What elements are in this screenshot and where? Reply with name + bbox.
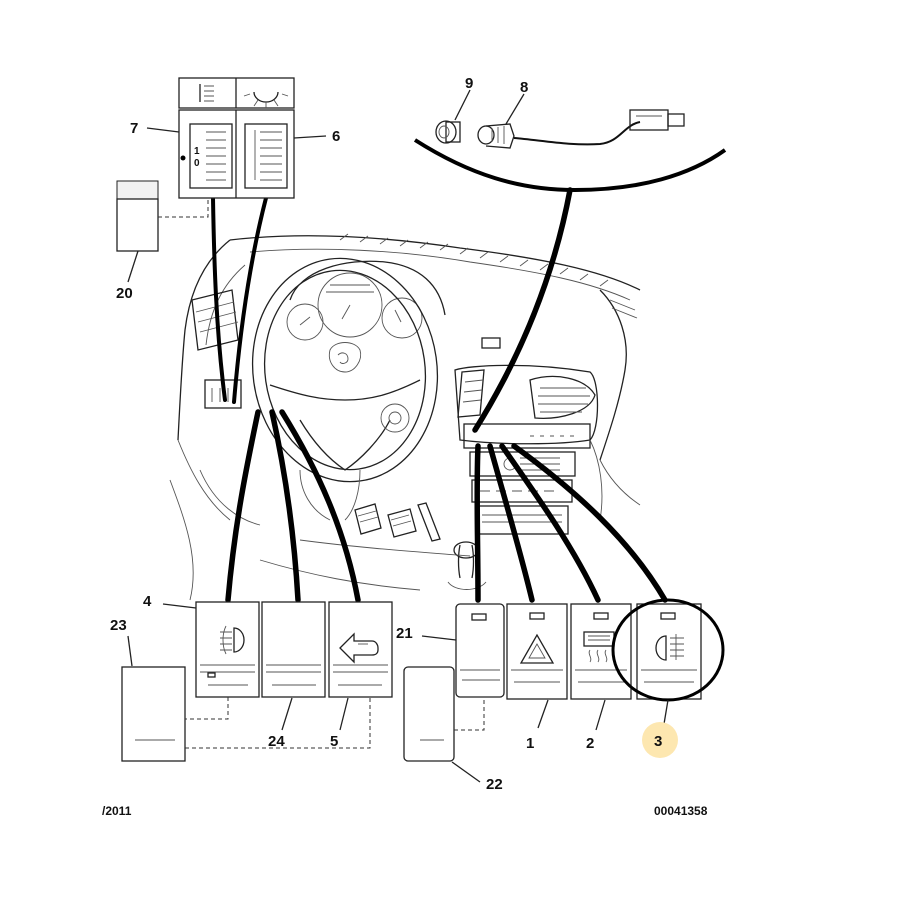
- digit-one: 1: [194, 146, 200, 157]
- interior-light-icon: [243, 91, 289, 108]
- callout-21[interactable]: 21: [396, 625, 413, 642]
- callout-4[interactable]: 4: [143, 593, 152, 610]
- lower-left-switches: [121, 601, 393, 762]
- part-3-rear-fog-switch: [636, 603, 702, 700]
- callout-9[interactable]: 9: [465, 75, 473, 92]
- hazard-triangle-icon: [519, 633, 555, 664]
- part-21-blank-switch: [455, 603, 505, 698]
- part-23-blank: [121, 666, 186, 762]
- lower-right-switches: [403, 598, 725, 783]
- rear-fog-lamp-icon: [655, 634, 684, 661]
- part-22-blank: [403, 666, 455, 762]
- lighter-knob-9: [435, 120, 461, 144]
- digit-zero: 0: [194, 158, 200, 169]
- callout-3[interactable]: 3: [654, 733, 662, 750]
- part-20-top: [116, 180, 159, 200]
- footer-reference: 00041358: [654, 804, 708, 818]
- part-20-body: [116, 198, 159, 252]
- part-24-blank-switch: [261, 601, 326, 698]
- callout-2[interactable]: 2: [586, 735, 594, 752]
- leader-lines: [211, 138, 727, 603]
- callout-5[interactable]: 5: [330, 733, 338, 750]
- callout-23[interactable]: 23: [110, 617, 127, 634]
- callout-1[interactable]: 1: [526, 735, 534, 752]
- callout-8[interactable]: 8: [520, 79, 528, 96]
- callout-6[interactable]: 6: [332, 128, 340, 145]
- top-left-switch-assembly: 1 0: [116, 77, 327, 283]
- callout-7[interactable]: 7: [130, 120, 138, 137]
- part-4-front-fog-switch: [195, 601, 260, 698]
- part-1-hazard-switch: [506, 603, 568, 700]
- headlamp-icon: [199, 84, 214, 102]
- part-5-boot-release-switch: [328, 601, 393, 698]
- callout-24[interactable]: 24: [268, 733, 285, 750]
- selected-callout-marker[interactable]: [642, 722, 678, 758]
- callout-20[interactable]: 20: [116, 285, 133, 302]
- callout-22[interactable]: 22: [486, 776, 503, 793]
- front-fog-lamp-icon: [220, 625, 245, 655]
- part-2-rear-demist-switch: [570, 603, 632, 700]
- footer-date: /2011: [102, 804, 132, 818]
- lighter-socket-8: [477, 109, 685, 149]
- callout-labels: 7 6 20 9 8 4 23 24 5 21 22 1 2 3: [110, 75, 678, 793]
- top-right-lighter-assembly: [435, 89, 685, 149]
- boot-release-icon: [339, 632, 379, 664]
